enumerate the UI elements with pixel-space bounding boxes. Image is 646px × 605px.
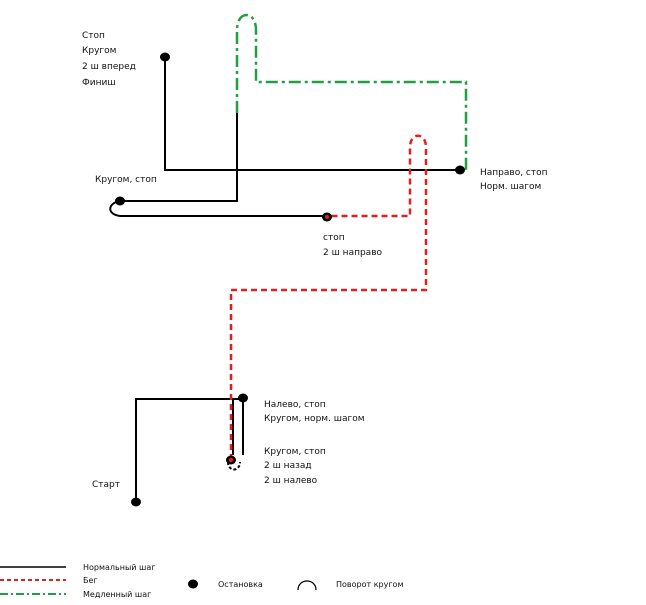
stop-marker-right (455, 165, 465, 175)
run-path (229, 134, 428, 460)
label-left-stop-2: Кругом, норм. шагом (264, 414, 365, 424)
legend-stop-marker (188, 579, 198, 589)
legend-normal-label: Нормальный шаг (83, 563, 155, 572)
stop-marker-left (238, 393, 248, 403)
label-stop-right-2: 2 ш направо (323, 248, 382, 258)
legend: Нормальный шаг Бег Медленный шаг Останов… (0, 563, 403, 599)
stop-marker-finish (160, 52, 170, 62)
label-finish-4: Финиш (82, 78, 116, 88)
label-stop-right-1: стоп (323, 233, 345, 243)
label-turn-back-3: 2 ш налево (264, 476, 318, 486)
label-right-stop-2: Норм. шагом (480, 182, 541, 192)
normal-step-path (109, 57, 460, 502)
slow-step-path (235, 13, 468, 172)
stop-markers (115, 52, 465, 507)
turnaround-arc-marker (227, 461, 241, 471)
label-turn-back-2: 2 ш назад (264, 461, 312, 471)
label-turn-stop: Кругом, стоп (95, 175, 157, 185)
label-right-stop-1: Направо, стоп (480, 168, 548, 178)
label-finish-3: 2 ш вперед (82, 62, 136, 72)
label-left-stop-1: Налево, стоп (264, 400, 326, 410)
stop-marker-turnback-red (228, 457, 234, 463)
legend-stop-label: Остановка (218, 580, 263, 589)
stop-marker-start (131, 497, 141, 507)
legend-turn-arc (297, 580, 317, 591)
legend-turn-label: Поворот кругом (336, 580, 403, 589)
label-start: Старт (92, 480, 120, 490)
label-turn-back-1: Кругом, стоп (264, 447, 326, 457)
legend-slow-label: Медленный шаг (83, 590, 151, 599)
label-finish-1: Стоп (82, 31, 105, 41)
legend-run-label: Бег (83, 576, 98, 585)
label-finish-2: Кругом (82, 46, 116, 56)
stop-marker-turn (115, 196, 125, 206)
stop-marker-stop-red (325, 215, 329, 219)
